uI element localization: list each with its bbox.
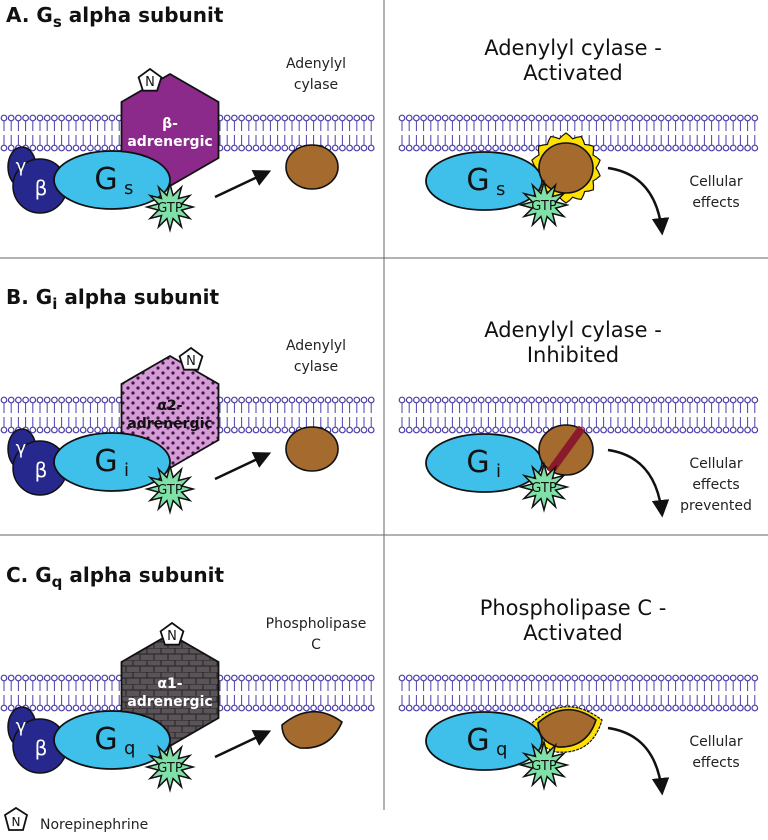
panel-title-suffix: alpha subunit — [62, 563, 224, 587]
gamma-label: γ — [16, 716, 27, 737]
receptor-label-line-1: adrenergic — [127, 694, 212, 710]
effector-label-line-1: cylase — [294, 77, 338, 93]
norepinephrine-badge-letter: N — [167, 629, 177, 644]
gamma-label: γ — [16, 156, 27, 177]
panel-title-suffix: alpha subunit — [57, 285, 219, 309]
effect-label-line-0: Cellular — [689, 456, 743, 472]
beta-label: β — [35, 736, 48, 760]
g-alpha-subunit-bound-label: G — [466, 723, 489, 758]
beta-label: β — [35, 458, 48, 482]
panel-title-prefix: B. G — [6, 285, 52, 309]
g-alpha-subunit — [53, 432, 171, 492]
inhibition-bar — [546, 425, 586, 475]
g-alpha-subunit — [53, 710, 171, 770]
effect-label-line-1: effects — [692, 195, 739, 211]
receptor-label-line-0: α1- — [157, 676, 182, 692]
panel-title-prefix: C. G — [6, 563, 52, 587]
gtp-star — [144, 463, 196, 515]
norepinephrine-badge — [137, 67, 163, 92]
effect-label-line-2: prevented — [680, 498, 752, 514]
g-alpha-subunit-bound — [425, 711, 543, 771]
panel-title: A. Gs alpha subunit — [6, 3, 224, 31]
g-alpha-subunit-label: G — [94, 722, 117, 757]
g-alpha-subunit-label: G — [94, 444, 117, 479]
legend-label: Norepinephrine — [40, 817, 148, 833]
activation-arrow — [214, 170, 272, 199]
membrane-right — [398, 674, 759, 712]
adenylyl-cyclase-bound — [538, 142, 594, 194]
gtp-star-bound-label: GTP — [531, 481, 557, 496]
gtp-star-bound — [518, 739, 570, 791]
g-alpha-subunit-bound-label: G — [466, 445, 489, 480]
norepinephrine-badge-letter: N — [186, 354, 196, 369]
receptor-label-line-0: α2- — [157, 398, 182, 414]
panel-title-subscript: q — [52, 573, 63, 591]
g-alpha-subunit-bound-subscript: s — [496, 179, 505, 200]
norepinephrine-badge — [178, 346, 204, 371]
panel-title-subscript: s — [53, 13, 62, 31]
g-alpha-subunit — [53, 150, 171, 210]
norepinephrine-badge-letter: N — [145, 75, 155, 90]
adenylyl-cyclase — [285, 144, 339, 190]
state-label-line-1: Activated — [523, 621, 622, 645]
gtp-star — [144, 181, 196, 233]
state-label-line-1: Activated — [523, 61, 622, 85]
effect-label-line-1: effects — [692, 755, 739, 771]
legend: N Norepinephrine — [3, 806, 148, 833]
gtp-star — [144, 741, 196, 793]
g-alpha-subunit-subscript: s — [124, 178, 133, 199]
phospholipase-c — [281, 710, 343, 749]
g-alpha-subunit-label: G — [94, 162, 117, 197]
effector-label-line-1: cylase — [294, 359, 338, 375]
effect-label-line-0: Cellular — [689, 734, 743, 750]
effect-arrow — [607, 448, 670, 518]
g-alpha-subunit-subscript: i — [124, 460, 129, 481]
gtp-star-bound — [518, 179, 570, 231]
gtp-star-label: GTP — [157, 761, 183, 776]
state-label-line-0: Phospholipase C - — [480, 596, 667, 620]
phospholipase-c-bound — [537, 708, 597, 748]
effector-label-line-0: Adenylyl — [286, 56, 346, 72]
gtp-star-bound — [518, 461, 570, 513]
g-alpha-subunit-bound-subscript: q — [496, 739, 507, 760]
receptor-label-line-1: adrenergic — [127, 134, 212, 150]
panel-dividers — [0, 0, 768, 810]
gtp-star-label: GTP — [157, 483, 183, 498]
receptor-label-line-0: β- — [162, 116, 178, 132]
activation-arrow — [214, 452, 272, 481]
gtp-star-bound-label: GTP — [531, 199, 557, 214]
effector-label-line-0: Adenylyl — [286, 338, 346, 354]
panel-title: B. Gi alpha subunit — [6, 285, 220, 313]
effect-label-line-0: Cellular — [689, 174, 743, 190]
gtp-star-bound-label: GTP — [531, 759, 557, 774]
g-alpha-subunit-subscript: q — [124, 738, 135, 759]
receptor-label-line-1: adrenergic — [127, 416, 212, 432]
panel-title: C. Gq alpha subunit — [6, 563, 225, 591]
gamma-label: γ — [16, 438, 27, 459]
legend-n-letter: N — [12, 815, 21, 829]
state-label-line-0: Adenylyl cylase - — [484, 36, 662, 60]
norepinephrine-legend-icon — [3, 806, 29, 831]
norepinephrine-badge — [159, 621, 185, 646]
panel-title-suffix: alpha subunit — [62, 3, 224, 27]
beta-label: β — [35, 176, 48, 200]
g-alpha-subunit-bound-subscript: i — [496, 461, 501, 482]
gtp-star-label: GTP — [157, 201, 183, 216]
state-label-line-0: Adenylyl cylase - — [484, 318, 662, 342]
effect-arrow — [607, 726, 670, 796]
effect-label-line-1: effects — [692, 477, 739, 493]
activation-arrow — [214, 730, 272, 759]
state-label-line-1: Inhibited — [527, 343, 619, 367]
effector-label-line-0: Phospholipase — [266, 616, 367, 632]
g-alpha-subunit-bound-label: G — [466, 163, 489, 198]
adenylyl-cyclase — [285, 426, 339, 472]
panel-title-subscript: i — [52, 295, 57, 313]
effect-arrow — [607, 166, 670, 236]
panel-title-prefix: A. G — [6, 3, 53, 27]
effector-label-line-1: C — [311, 637, 321, 653]
